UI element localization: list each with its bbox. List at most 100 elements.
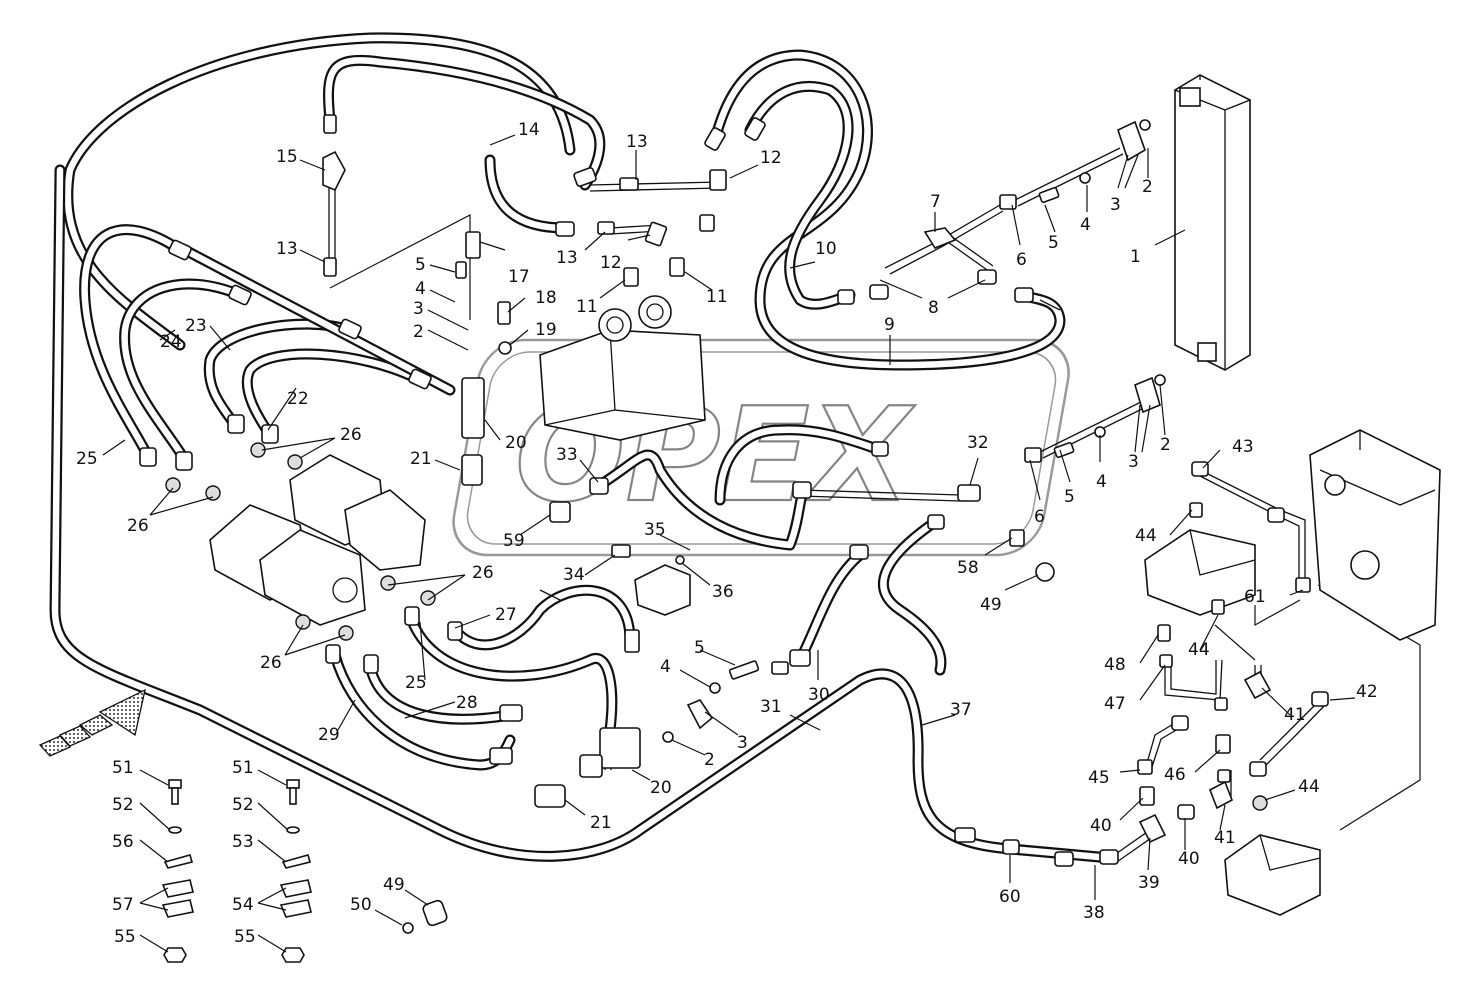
small-valve <box>634 564 691 616</box>
callout-4: 4 <box>1080 215 1091 235</box>
callout-17: 17 <box>508 267 530 287</box>
callout-4-bottom: 4 <box>660 657 671 677</box>
callout-44-mid: 44 <box>1188 640 1210 660</box>
callout-49-right: 49 <box>980 595 1002 615</box>
callout-23: 23 <box>185 316 207 336</box>
watermark-text: OPEX <box>515 379 916 531</box>
callout-26-right: 26 <box>472 563 494 583</box>
callout-8: 8 <box>928 298 939 318</box>
cap-and-nut <box>402 899 448 934</box>
callout-30: 30 <box>808 685 830 705</box>
callout-52-left: 52 <box>112 795 134 815</box>
callout-60: 60 <box>999 887 1021 907</box>
callout-13-mid: 13 <box>556 248 578 268</box>
callout-39: 39 <box>1138 873 1160 893</box>
callout-19: 19 <box>535 320 557 340</box>
callout-56: 56 <box>112 832 134 852</box>
callout-21-upper: 21 <box>410 449 432 469</box>
callout-15: 15 <box>276 147 298 167</box>
callout-5-lower: 5 <box>1064 487 1075 507</box>
callout-51-left: 51 <box>112 758 134 778</box>
callout-55-left: 55 <box>114 927 136 947</box>
left-hoses <box>79 224 456 466</box>
callout-28: 28 <box>456 693 478 713</box>
callout-47: 47 <box>1104 694 1126 714</box>
direction-arrow <box>38 688 146 757</box>
callout-40-right: 40 <box>1178 849 1200 869</box>
callout-9: 9 <box>884 315 895 335</box>
callout-44-top: 44 <box>1135 526 1157 546</box>
callout-10: 10 <box>815 239 837 259</box>
callout-27: 27 <box>495 605 517 625</box>
callout-2-lower: 2 <box>1160 435 1171 455</box>
gearbox-right <box>1309 429 1441 641</box>
watermark: OPEX <box>452 338 1070 557</box>
hardware-stack-right <box>279 779 312 963</box>
callout-44-bottom: 44 <box>1298 777 1320 797</box>
callout-35: 35 <box>644 520 666 540</box>
callout-29: 29 <box>318 725 340 745</box>
callout-57: 57 <box>112 895 134 915</box>
callout-32: 32 <box>967 433 989 453</box>
callout-34: 34 <box>563 565 585 585</box>
middle-right-hoses <box>594 424 947 676</box>
callout-labels: 1 2 3 4 5 6 7 8 9 10 2 3 4 5 6 14 13 12 … <box>76 120 1378 947</box>
pump-middle-right <box>1144 529 1256 616</box>
callout-46: 46 <box>1164 765 1186 785</box>
callout-1: 1 <box>1130 247 1141 267</box>
callout-25-lower: 25 <box>405 673 427 693</box>
fittings <box>139 114 1329 867</box>
callout-50: 50 <box>350 895 372 915</box>
callout-42: 42 <box>1356 682 1378 702</box>
hose-14 <box>322 54 606 234</box>
callout-26-left: 26 <box>127 516 149 536</box>
callout-13-left: 13 <box>276 239 298 259</box>
callout-5-bottom: 5 <box>694 638 705 658</box>
callout-45: 45 <box>1088 768 1110 788</box>
callout-2: 2 <box>1142 177 1153 197</box>
pump-lower-right <box>1224 834 1321 916</box>
callout-20-lower: 20 <box>650 778 672 798</box>
callout-53: 53 <box>232 832 254 852</box>
callout-3-valve: 3 <box>413 299 424 319</box>
callout-37: 37 <box>950 700 972 720</box>
callout-4-lower: 4 <box>1096 472 1107 492</box>
valve-block-top <box>539 295 706 441</box>
callout-40-left: 40 <box>1090 816 1112 836</box>
callout-14: 14 <box>518 120 540 140</box>
callout-49-bottom: 49 <box>383 875 405 895</box>
callout-55-right: 55 <box>234 927 256 947</box>
callout-36: 36 <box>712 582 734 602</box>
callout-38: 38 <box>1083 903 1105 923</box>
callout-13-top: 13 <box>626 132 648 152</box>
callout-61: 61 <box>1244 587 1266 607</box>
callout-59: 59 <box>503 531 525 551</box>
callout-11-right: 11 <box>706 287 728 307</box>
callout-2-valve: 2 <box>413 322 424 342</box>
callout-33: 33 <box>556 445 578 465</box>
callout-7: 7 <box>930 192 941 212</box>
callout-51-right: 51 <box>232 758 254 778</box>
leader-lines <box>102 134 1356 953</box>
callout-6-lower: 6 <box>1034 507 1045 527</box>
callout-5: 5 <box>1048 233 1059 253</box>
callout-6: 6 <box>1016 250 1027 270</box>
callout-54: 54 <box>232 895 254 915</box>
callout-2-bottom: 2 <box>704 750 715 770</box>
callout-24: 24 <box>160 332 182 352</box>
hardware-stack-left <box>161 779 194 963</box>
callout-3: 3 <box>1110 195 1121 215</box>
callout-22: 22 <box>287 389 309 409</box>
callout-43: 43 <box>1232 437 1254 457</box>
lower-hoses <box>329 584 636 771</box>
callout-58: 58 <box>957 558 979 578</box>
callout-4-valve: 4 <box>415 279 426 299</box>
callout-12-top: 12 <box>760 148 782 168</box>
callout-11-left: 11 <box>576 297 598 317</box>
callout-20-upper: 20 <box>505 433 527 453</box>
callout-48: 48 <box>1104 655 1126 675</box>
callout-41-bottom: 41 <box>1214 828 1236 848</box>
callout-31: 31 <box>760 697 782 717</box>
callout-18: 18 <box>535 288 557 308</box>
